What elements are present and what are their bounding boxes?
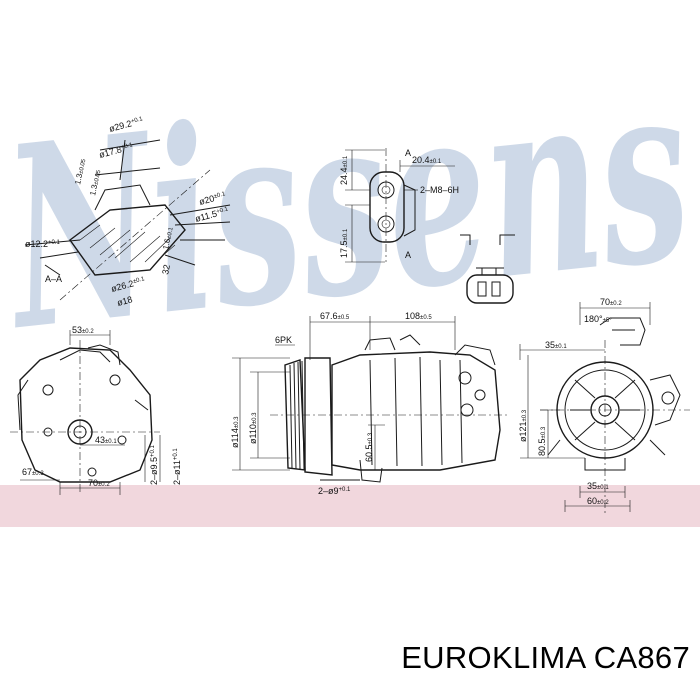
plug-pin-1 xyxy=(477,281,487,297)
plug-pin-2 xyxy=(491,281,501,297)
rear-housing-ring xyxy=(564,369,646,451)
left-housing xyxy=(19,347,153,483)
rear-dim-lines-top xyxy=(519,302,651,360)
center-dim-lines xyxy=(232,357,385,471)
compressor-body xyxy=(331,351,501,471)
section-label: A–A xyxy=(45,274,62,284)
pulley-grooves xyxy=(289,360,305,471)
port-flange-view: A A 24.4±0.1 20.4±0.1 2–M8–6H 17.5±0.1 xyxy=(339,148,459,263)
dim-24-4: 24.4±0.1 xyxy=(339,155,349,185)
body-ribs xyxy=(369,356,463,467)
flange-side xyxy=(403,184,416,237)
thread-label: 2–M8–6H xyxy=(420,185,459,195)
dim-lines-24-4 xyxy=(345,149,385,191)
plug-body xyxy=(466,274,514,304)
rear-ears xyxy=(547,374,681,471)
left-bolt-1 xyxy=(42,384,54,396)
rear-view-right: 70±0.2 180°±5° 35±0.1 ø121±0.3 80.5±0.3 … xyxy=(518,297,690,515)
section-hatch xyxy=(79,224,176,263)
dim-43: 43±0.1 xyxy=(95,435,117,445)
rear-dim-lines-bottom xyxy=(520,355,631,512)
rear-spokes xyxy=(570,379,640,441)
dim-32: 32 xyxy=(160,264,172,276)
belt-label: 6PK xyxy=(275,335,292,345)
flange-body xyxy=(369,171,405,243)
dim-70b: 70±0.2 xyxy=(600,297,622,307)
dim-121: ø121±0.3 xyxy=(518,409,528,442)
dim-70a: 70±0.2 xyxy=(88,478,110,488)
left-dim-lines xyxy=(20,330,161,495)
left-details xyxy=(17,344,149,431)
connector-plug xyxy=(460,234,515,304)
front-view-left: 53±0.2 43±0.1 67±0.3 70±0.2 2–ø9.5+0.1 2… xyxy=(10,325,182,495)
section-lines-right xyxy=(164,204,231,266)
body-port-3 xyxy=(460,403,474,417)
body-mount-feet xyxy=(320,459,383,483)
dim-1-3a: 1.3±0.05 xyxy=(73,157,87,185)
product-caption: EUROKLIMA CA867 xyxy=(401,640,690,675)
section-lines-left xyxy=(24,239,81,276)
dim-53: 53±0.2 xyxy=(72,325,94,335)
left-bolt-4 xyxy=(117,435,127,445)
hole-11: 2–ø11+0.1 xyxy=(172,448,182,485)
left-bolt-2 xyxy=(109,374,121,386)
left-bolt-5 xyxy=(87,467,97,477)
dim-60: 60±0.2 xyxy=(587,496,609,506)
dim-18: ø18 xyxy=(116,294,134,308)
dim-67-6: 67.6±0.5 xyxy=(320,311,350,321)
dim-35b: 35±0.1 xyxy=(587,481,609,491)
dim-108: 108±0.5 xyxy=(405,311,432,321)
body-port-1 xyxy=(458,371,472,385)
dim-114: ø114±0.3 xyxy=(230,416,240,448)
plug-neck xyxy=(476,267,504,275)
dim-1-6: 1.6±0.1 xyxy=(161,226,175,251)
plug-wires xyxy=(460,234,515,245)
clutch-plate xyxy=(304,357,333,476)
section-bore xyxy=(94,139,161,211)
dim-67: 67±0.3 xyxy=(22,467,44,477)
watermark-text: Nissens xyxy=(0,22,700,386)
dim-1-3b: 1.3±0.05 xyxy=(88,168,102,196)
rear-bracket xyxy=(599,317,646,346)
dim-60-5: 60.5±0.3 xyxy=(364,432,374,462)
body-port-2 xyxy=(474,389,486,401)
dim-80-5: 80.5±0.3 xyxy=(537,426,547,456)
dim-20-4: 20.4±0.1 xyxy=(412,155,442,165)
dim-110: ø110±0.3 xyxy=(248,412,258,444)
dim-lines-17-5 xyxy=(345,204,385,263)
dim-35a: 35±0.1 xyxy=(545,340,567,350)
dim-17-5: 17.5±0.1 xyxy=(339,228,349,258)
hole-9: 2–ø9+0.1 xyxy=(318,486,351,496)
section-axis xyxy=(59,169,211,301)
dim-20: ø20±0.1 xyxy=(198,190,227,207)
arrow-a-top: A xyxy=(405,148,411,158)
body-top-fitting xyxy=(364,334,496,366)
section-body xyxy=(69,204,186,276)
dim-lines-top xyxy=(275,316,456,360)
dim-12-2: ø12.2+0.1 xyxy=(25,239,61,249)
rear-ear-bolt xyxy=(661,391,675,405)
arrow-a-bottom: A xyxy=(405,250,411,260)
side-view-center: 6PK 67.6±0.5 108±0.5 ø114±0.3 ø110±0.3 6… xyxy=(230,311,510,496)
dim-180: 180°±5° xyxy=(584,314,612,324)
watermark-group: Nissens xyxy=(0,22,700,386)
hole-9-5: 2–ø9.5+0.1 xyxy=(149,444,159,485)
dim-lines-20-4 xyxy=(399,160,455,172)
